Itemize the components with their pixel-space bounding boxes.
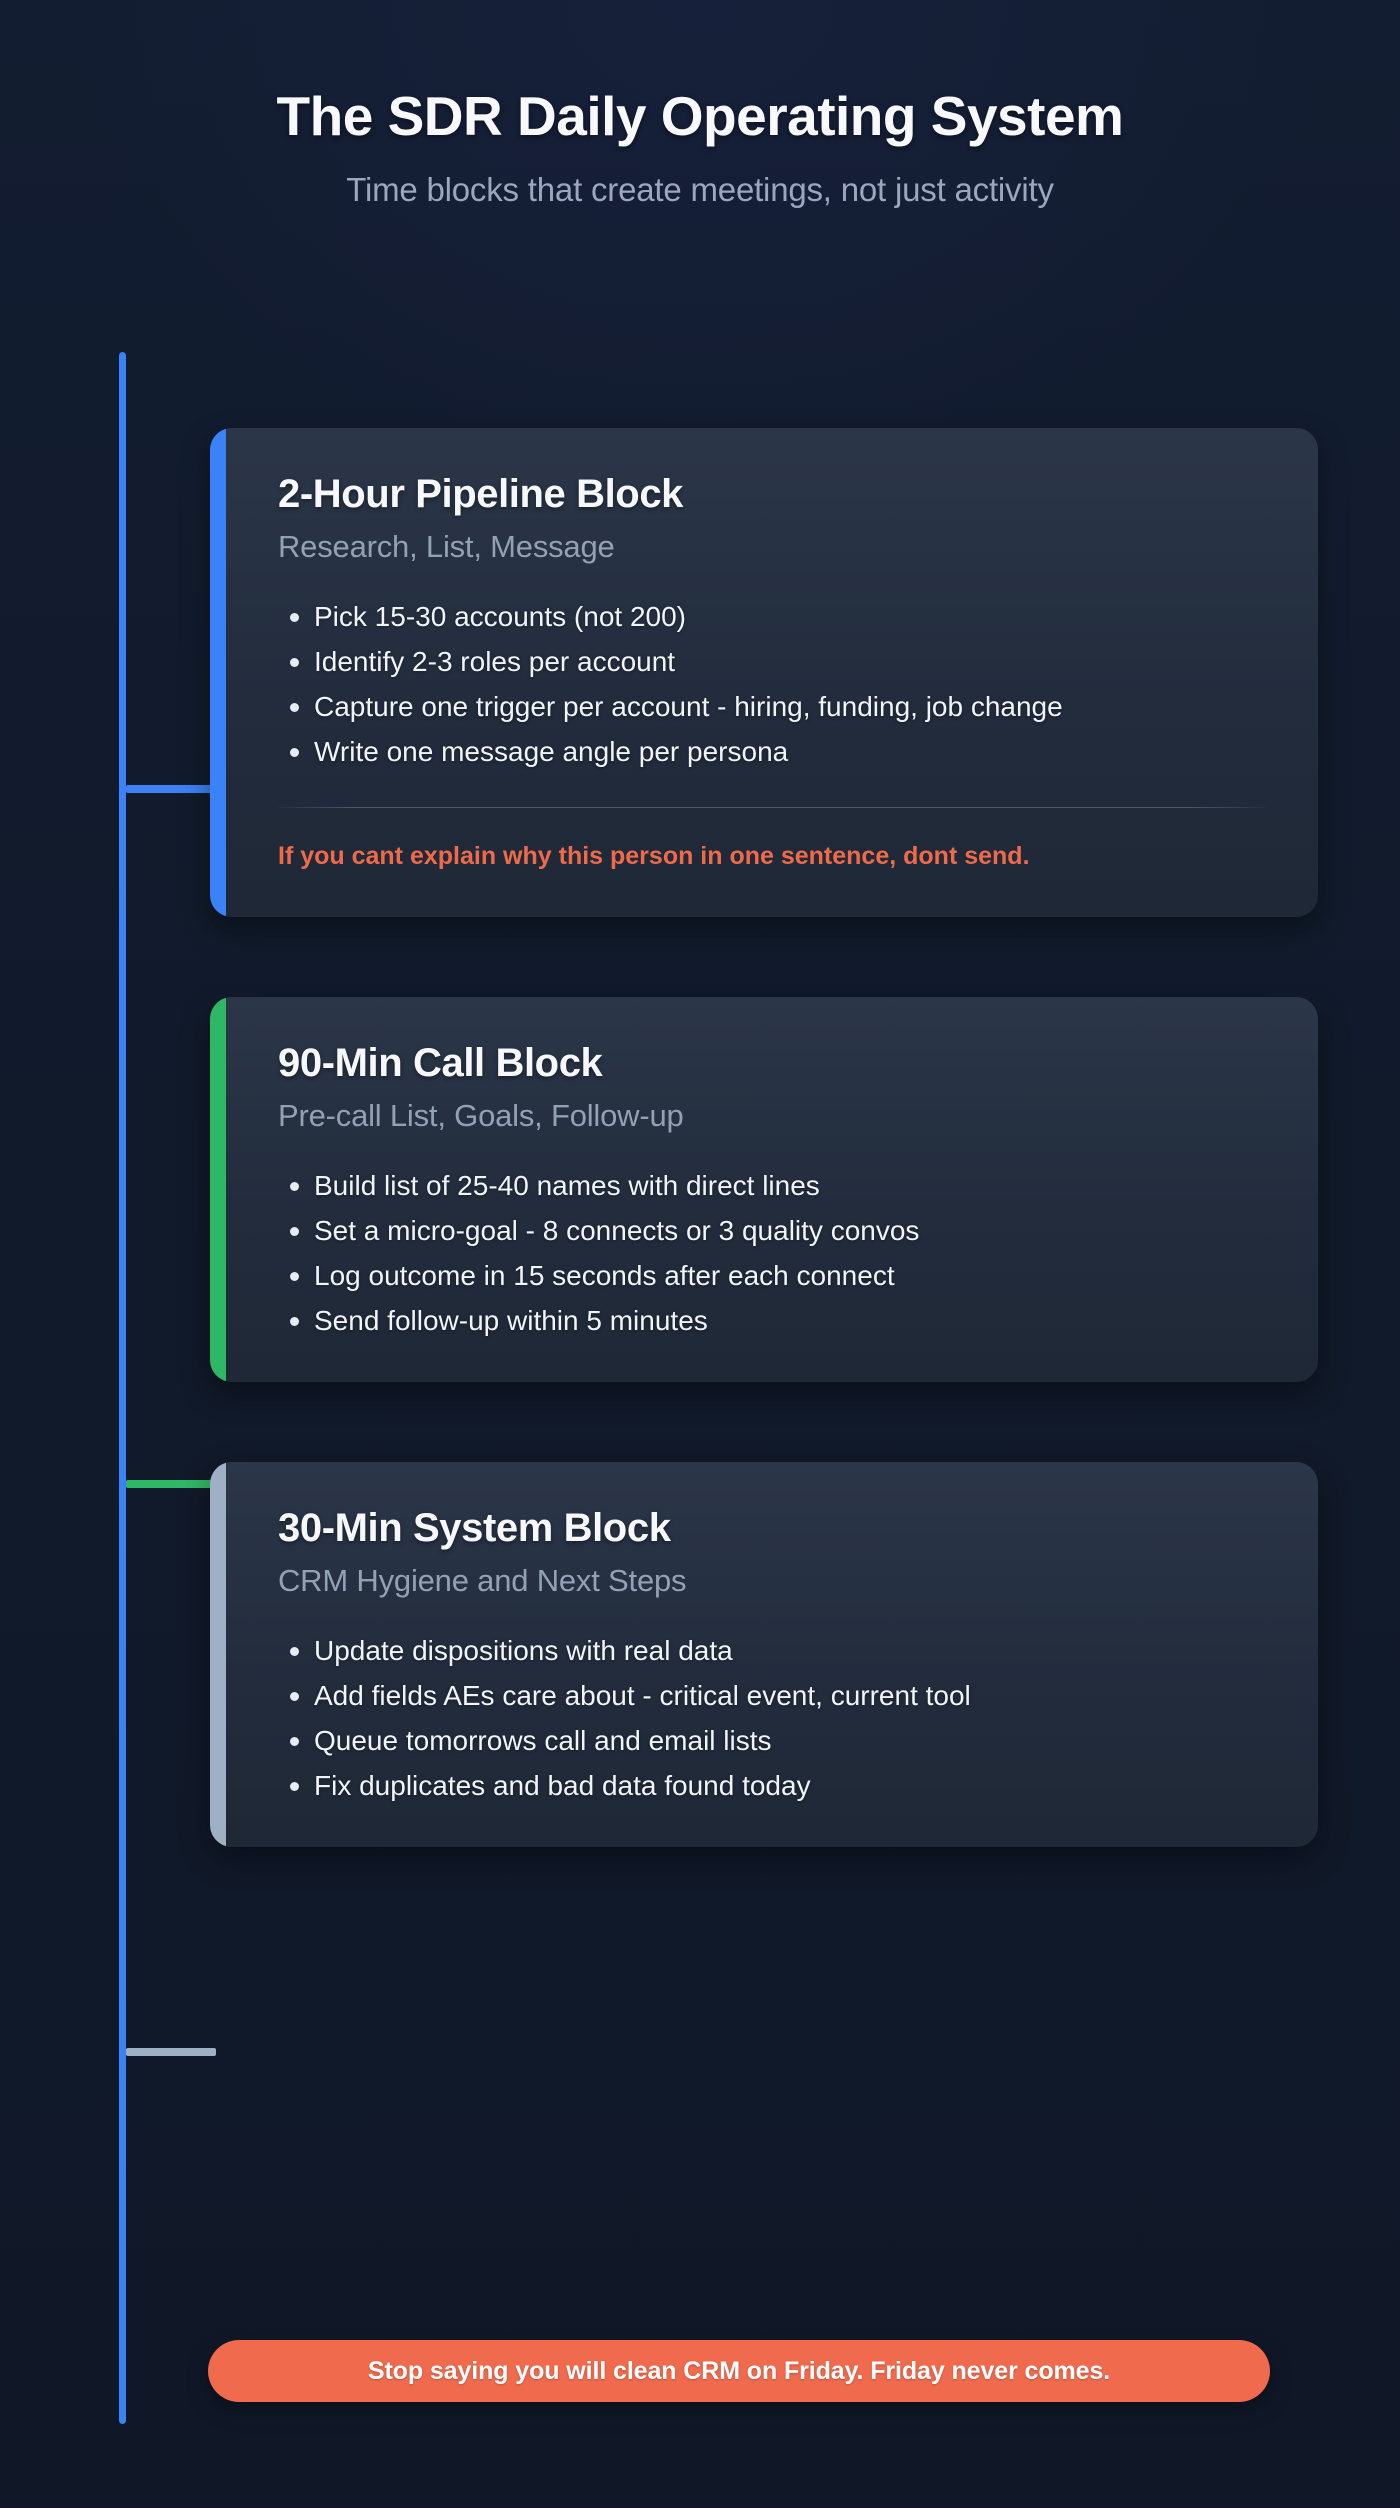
- list-item: Update dispositions with real data: [278, 1633, 1266, 1668]
- card-title: 90-Min Call Block: [278, 1040, 603, 1085]
- list-item: Capture one trigger per account - hiring…: [278, 689, 1266, 724]
- timeline-connector-1: [126, 785, 216, 793]
- block-card-pipeline[interactable]: 2-Hour Pipeline Block Research, List, Me…: [210, 428, 1318, 917]
- card-subtitle: Pre-call List, Goals, Follow-up: [278, 1097, 684, 1133]
- card-title: 30-Min System Block: [278, 1505, 671, 1550]
- block-card-system[interactable]: 30-Min System Block CRM Hygiene and Next…: [210, 1461, 1318, 1847]
- list-item: Build list of 25-40 names with direct li…: [278, 1168, 1266, 1203]
- list-item: Pick 15-30 accounts (not 200): [278, 599, 1266, 634]
- page-subtitle: Time blocks that create meetings, not ju…: [346, 170, 1054, 208]
- timeline-connector-2: [126, 1480, 216, 1488]
- list-item: Add fields AEs care about - critical eve…: [278, 1678, 1266, 1713]
- card-bullet-list: Pick 15-30 accounts (not 200) Identify 2…: [278, 599, 1266, 769]
- card-subtitle: Research, List, Message: [278, 529, 615, 564]
- card-warning-text: If you cant explain why this person in o…: [278, 842, 1030, 870]
- list-item: Send follow-up within 5 minutes: [278, 1303, 1266, 1338]
- block-card-call[interactable]: 90-Min Call Block Pre-call List, Goals, …: [210, 996, 1318, 1382]
- timeline-connector-3: [126, 2048, 216, 2056]
- page-header: The SDR Daily Operating System Time bloc…: [0, 0, 1400, 209]
- list-item: Queue tomorrows call and email lists: [278, 1723, 1266, 1758]
- timeline-rail: [119, 352, 126, 2424]
- list-item: Identify 2-3 roles per account: [278, 644, 1266, 679]
- card-accent-bar: [210, 428, 226, 917]
- card-divider: [278, 807, 1266, 808]
- card-accent-bar: [210, 996, 226, 1382]
- page-title: The SDR Daily Operating System: [276, 85, 1124, 147]
- footer-callout-pill: Stop saying you will clean CRM on Friday…: [208, 2340, 1270, 2402]
- card-list: 2-Hour Pipeline Block Research, List, Me…: [210, 428, 1318, 1847]
- card-subtitle: CRM Hygiene and Next Steps: [278, 1562, 687, 1598]
- card-bullet-list: Build list of 25-40 names with direct li…: [278, 1168, 1266, 1338]
- list-item: Fix duplicates and bad data found today: [278, 1768, 1266, 1803]
- footer-callout-text: Stop saying you will clean CRM on Friday…: [367, 2356, 1111, 2385]
- list-item: Write one message angle per persona: [278, 734, 1266, 769]
- list-item: Set a micro-goal - 8 connects or 3 quali…: [278, 1213, 1266, 1248]
- card-title: 2-Hour Pipeline Block: [278, 472, 684, 516]
- list-item: Log outcome in 15 seconds after each con…: [278, 1258, 1266, 1293]
- card-bullet-list: Update dispositions with real data Add f…: [278, 1633, 1266, 1803]
- card-accent-bar: [210, 1461, 226, 1847]
